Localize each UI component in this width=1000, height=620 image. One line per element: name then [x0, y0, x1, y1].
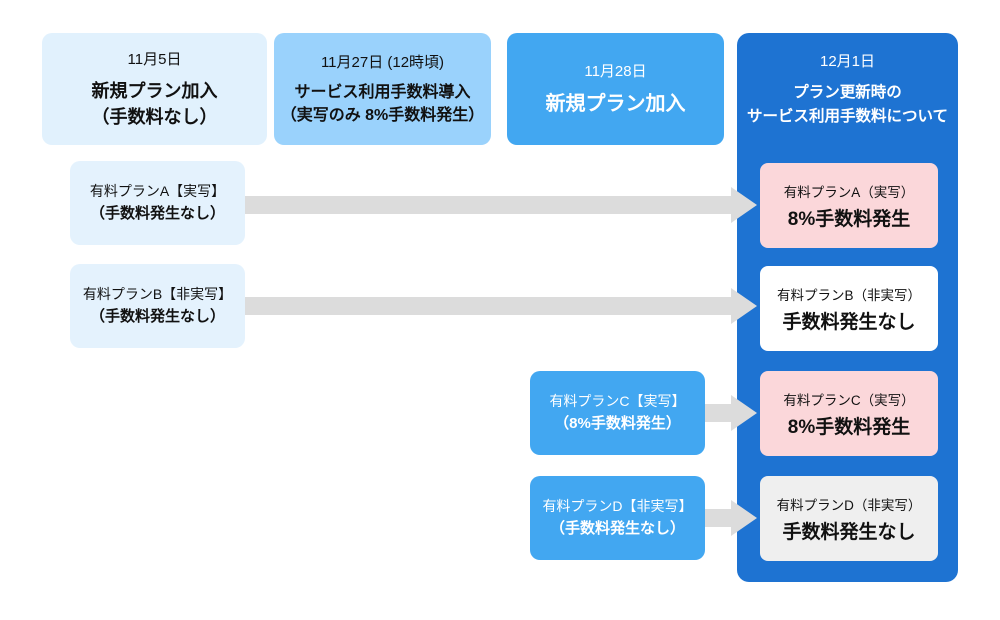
result-box-b: 有料プランB（非実写） 手数料発生なし	[760, 266, 938, 351]
column-header-dec1: 12月1日 プラン更新時の サービス利用手数料について	[737, 33, 958, 145]
column-header-nov27: 11月27日 (12時頃) サービス利用手数料導入 （実写のみ 8%手数料発生）	[274, 33, 491, 145]
plan-box-a: 有料プランA【実写】 （手数料発生なし）	[70, 161, 245, 245]
column-title: プラン更新時の サービス利用手数料について	[746, 84, 949, 125]
result-box-d: 有料プランD（非実写） 手数料発生なし	[760, 476, 938, 561]
column-header-nov28: 11月28日 新規プラン加入	[507, 33, 724, 145]
result-box-a: 有料プランA（実写） 8%手数料発生	[760, 163, 938, 248]
arrow-plan-b-icon	[245, 288, 757, 324]
plan-box-b: 有料プランB【非実写】 （手数料発生なし）	[70, 264, 245, 348]
column-date: 11月5日	[127, 50, 182, 68]
column-header-nov5: 11月5日 新規プラン加入 （手数料なし）	[42, 33, 267, 145]
arrow-plan-d-icon	[705, 500, 757, 536]
column-date: 11月27日 (12時頃)	[320, 53, 445, 71]
plan-box-c: 有料プランC【実写】 （8%手数料発生）	[530, 371, 705, 455]
arrow-plan-c-icon	[705, 395, 757, 431]
column-date: 11月28日	[584, 62, 647, 80]
column-title: 新規プラン加入	[545, 92, 686, 115]
arrow-plan-a-icon	[245, 187, 757, 223]
column-title: サービス利用手数料導入 （実写のみ 8%手数料発生）	[280, 83, 485, 124]
column-title: 新規プラン加入 （手数料なし）	[91, 80, 218, 127]
column-date: 12月1日	[819, 53, 876, 71]
plan-box-d: 有料プランD【非実写】 （手数料発生なし）	[530, 476, 705, 560]
result-box-c: 有料プランC（実写） 8%手数料発生	[760, 371, 938, 456]
